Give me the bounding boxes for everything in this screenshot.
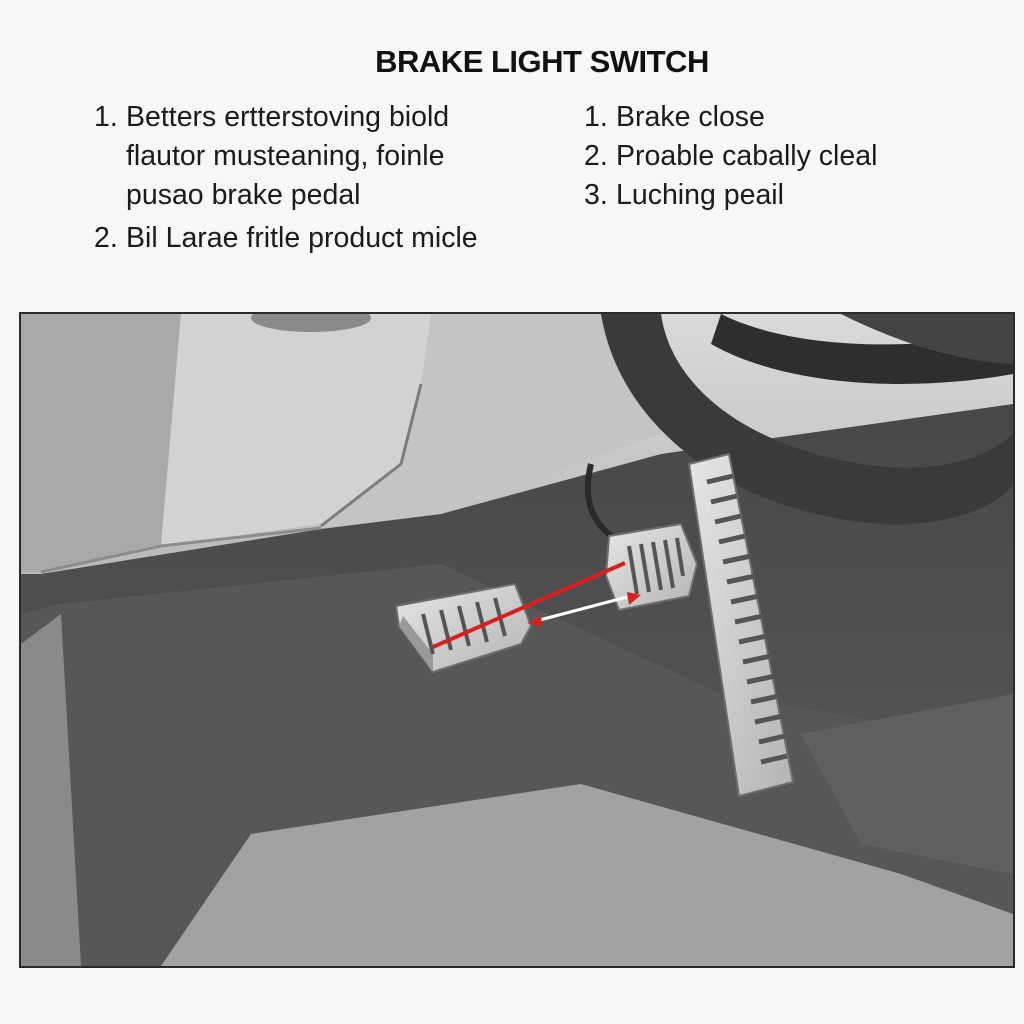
accelerator-pedal bbox=[687, 452, 795, 798]
right-list-item: 1. Brake close bbox=[584, 98, 1004, 137]
door-sill bbox=[21, 614, 81, 966]
list-text: Proable cabally cleal bbox=[616, 140, 878, 172]
list-number: 2. bbox=[94, 222, 118, 254]
left-instruction-list: 1. Betters ertterstoving biold flautor m… bbox=[94, 98, 544, 258]
left-list-item: 1. Betters ertterstoving biold flautor m… bbox=[94, 98, 544, 215]
list-line: Bil Larae fritle product micle bbox=[126, 222, 478, 254]
brake-light-switch bbox=[604, 522, 699, 612]
right-list-item: 2. Proable cabally cleal bbox=[584, 137, 1004, 176]
list-number: 3. bbox=[584, 179, 608, 211]
right-instruction-list: 1. Brake close 2. Proable cabally cleal … bbox=[584, 98, 1004, 215]
panel-edge bbox=[40, 526, 322, 574]
right-list-item: 3. Luching peail bbox=[584, 176, 1004, 215]
arrow-head-right bbox=[627, 592, 641, 605]
list-text: Luching peail bbox=[616, 179, 784, 211]
transmission-tunnel bbox=[801, 694, 1013, 874]
white-indicator-line bbox=[535, 595, 628, 623]
list-line: Betters ertterstoving biold bbox=[126, 101, 450, 133]
indicator-arrows bbox=[432, 561, 641, 649]
footwell-illustration bbox=[19, 312, 1015, 968]
floor-carpet-front bbox=[161, 784, 1013, 966]
list-line: pusao brake pedal bbox=[126, 179, 361, 211]
brake-pedal bbox=[394, 582, 533, 674]
footwell-svg bbox=[21, 314, 1013, 966]
list-number: 1. bbox=[94, 101, 118, 133]
steering-wheel bbox=[601, 314, 1013, 525]
dash-side-panel bbox=[21, 314, 181, 572]
list-number: 2. bbox=[584, 140, 608, 172]
list-number: 1. bbox=[584, 101, 608, 133]
knee-panel bbox=[161, 314, 431, 546]
arrow-head-left bbox=[527, 616, 542, 627]
list-line: flautor musteaning, foinle bbox=[126, 140, 445, 172]
list-text: Brake close bbox=[616, 101, 765, 133]
red-indicator-line bbox=[432, 561, 626, 649]
steering-column-cover bbox=[321, 314, 661, 528]
panel-seam bbox=[320, 383, 423, 528]
diagram-title: BRAKE LIGHT SWITCH bbox=[375, 44, 709, 79]
dash-vent bbox=[251, 314, 371, 332]
left-list-item: 2. Bil Larae fritle product micle bbox=[94, 219, 544, 258]
